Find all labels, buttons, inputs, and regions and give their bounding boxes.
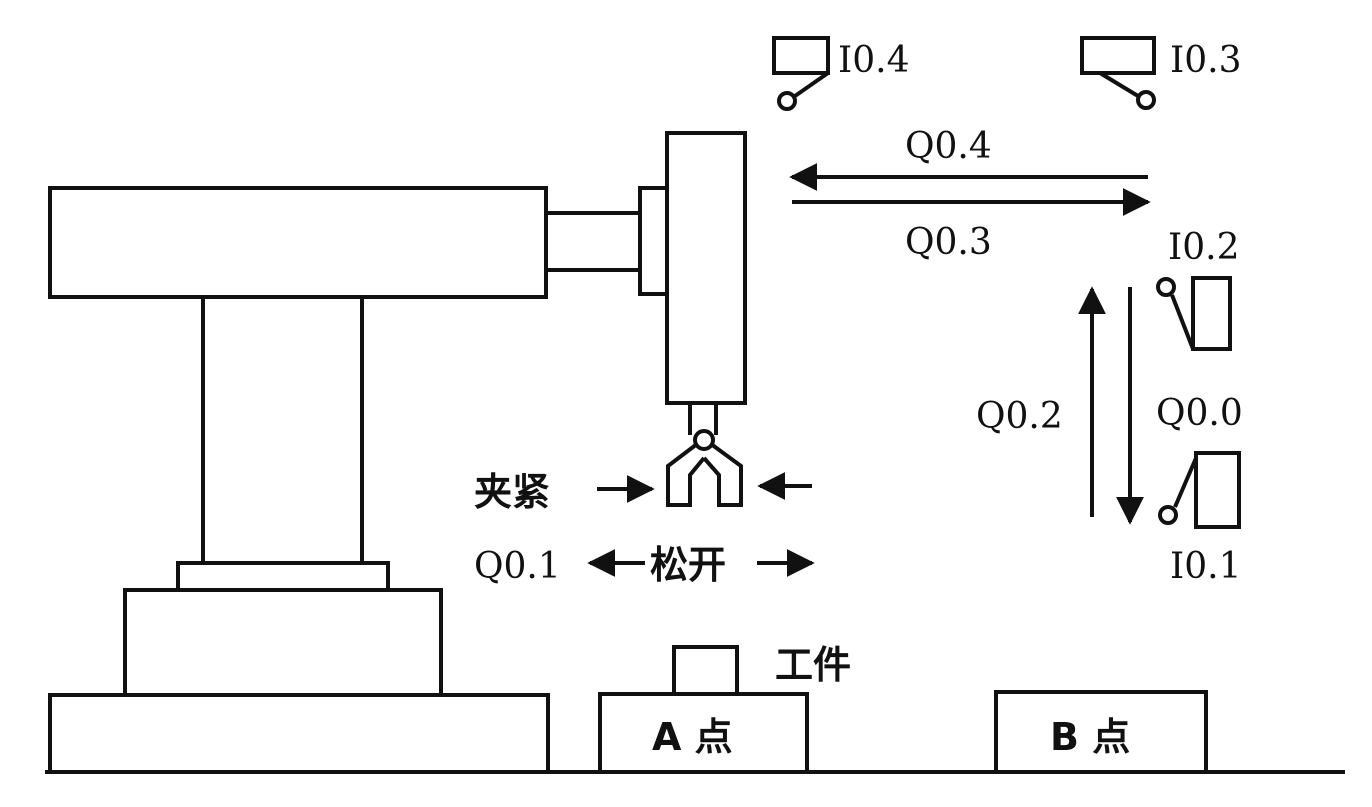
limit-i02-label: I0.2 [1168, 227, 1239, 268]
gripper [666, 403, 743, 507]
limit-switch-i01-icon [1158, 451, 1241, 529]
limit-switch-i03-icon [1080, 36, 1156, 110]
move-up-label: Q0.2 [976, 396, 1063, 437]
limit-i03-label: I0.3 [1170, 40, 1241, 81]
workpiece [672, 645, 739, 696]
robot-base-block [123, 588, 443, 697]
robot-arm-flange [638, 186, 669, 296]
workpiece-label: 工件 [775, 643, 851, 687]
limit-i04-label: I0.4 [838, 40, 909, 81]
release-output-label: Q0.1 [474, 546, 561, 587]
vertical-slide [665, 131, 747, 405]
move-left-label: Q0.4 [905, 126, 992, 167]
station-a-label: A 点 [652, 715, 733, 759]
robot-arm-housing [48, 186, 548, 299]
limit-switch-i04-icon [772, 36, 830, 111]
release-label: 松开 [650, 543, 726, 587]
move-right-label: Q0.3 [905, 222, 992, 263]
robot-column [201, 295, 364, 565]
robot-column-collar [176, 561, 390, 592]
robot-arm-extension [544, 211, 642, 272]
move-down-label: Q0.0 [1156, 393, 1243, 434]
station-a [598, 692, 809, 774]
station-b [994, 690, 1208, 774]
robot-base-plate [48, 693, 550, 774]
limit-i01-label: I0.1 [1170, 546, 1241, 587]
limit-switch-i02-icon [1156, 276, 1232, 351]
clamp-label: 夹紧 [474, 470, 550, 514]
station-b-label: B 点 [1050, 715, 1130, 759]
